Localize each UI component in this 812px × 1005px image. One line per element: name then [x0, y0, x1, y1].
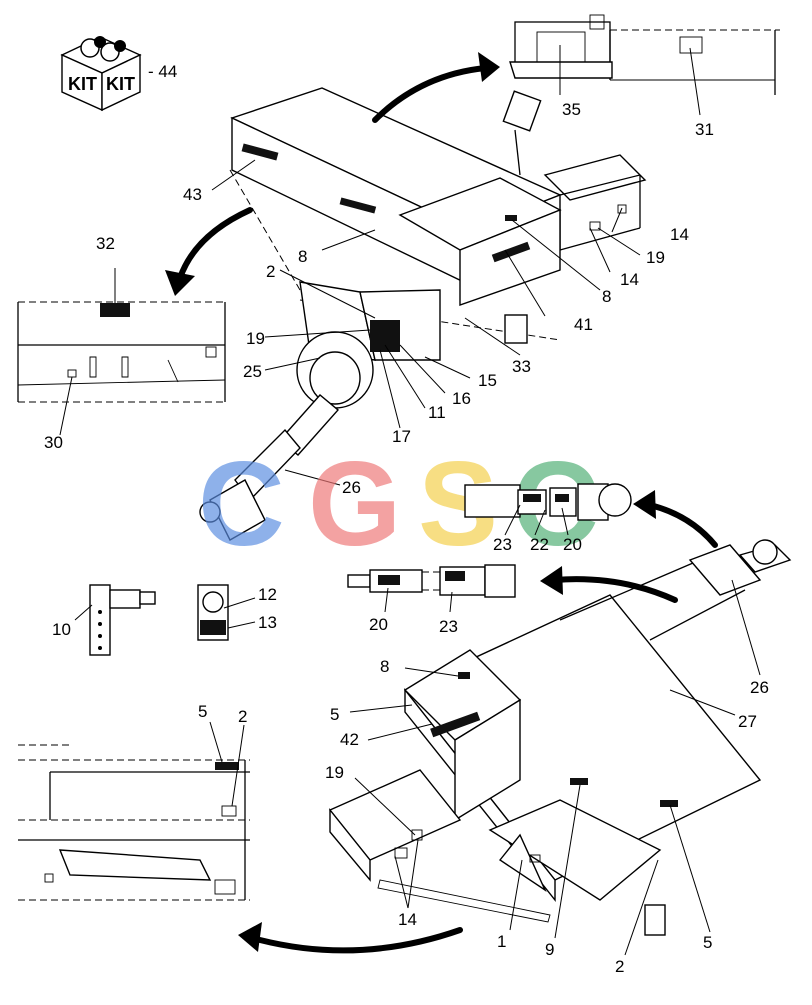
detail-panel-left [17, 268, 226, 436]
callout-23-lower: 23 [439, 617, 458, 636]
callout-9: 9 [545, 940, 554, 959]
callout-25: 25 [243, 362, 262, 381]
callout-31: 31 [695, 120, 714, 139]
callout-14-upper-a: 14 [620, 270, 639, 289]
callout-8-upper: 8 [298, 247, 307, 266]
part-12-13-clamp [197, 584, 256, 641]
callout-5-lower-left: 5 [330, 705, 339, 724]
callout-32: 32 [96, 234, 115, 253]
callout-35: 35 [562, 100, 581, 119]
callout-8-lower: 8 [380, 657, 389, 676]
kit-label-right: KIT [106, 74, 135, 94]
callout-42: 42 [340, 730, 359, 749]
callout-5-lower-right: 5 [703, 933, 712, 952]
callout-10: 10 [52, 620, 71, 639]
part-10-bracket [74, 584, 156, 656]
arrow-to-pto-top-icon [633, 490, 718, 548]
pto-shaft-detail-lower [347, 564, 516, 613]
callout-19-upper: 19 [246, 329, 265, 348]
detail-panel-top-right [509, 14, 780, 116]
callout-44: - 44 [148, 62, 177, 81]
callout-26-lower: 26 [750, 678, 769, 697]
callout-20-lower: 20 [369, 615, 388, 634]
callout-2-detail: 2 [238, 707, 247, 726]
callout-17: 17 [392, 427, 411, 446]
callout-16: 16 [452, 389, 471, 408]
callout-13: 13 [258, 613, 277, 632]
pto-shaft-detail [464, 483, 632, 536]
kit-box-icon: KIT KIT [60, 36, 142, 112]
callout-11: 11 [428, 403, 446, 422]
callout-14-lower: 14 [398, 910, 417, 929]
detail-panel-bottom-left [18, 721, 250, 901]
callout-15: 15 [478, 371, 497, 390]
callout-2-upper: 2 [266, 262, 275, 281]
callout-33: 33 [512, 357, 531, 376]
callout-41: 41 [574, 315, 593, 334]
callout-27: 27 [738, 712, 757, 731]
callout-19-lower: 19 [325, 763, 344, 782]
watermark-letter-g: G [308, 437, 401, 571]
watermark-letter-c: C [198, 437, 285, 571]
kit-label-left: KIT [68, 74, 97, 94]
callout-20-top: 20 [563, 535, 582, 554]
callout-5-detail: 5 [198, 702, 207, 721]
callout-1: 1 [497, 932, 506, 951]
arrow-to-top-right-icon [372, 52, 500, 123]
callout-19-right: 19 [646, 248, 665, 267]
callout-43: 43 [183, 185, 202, 204]
upper-machine [199, 87, 647, 541]
callout-23-top: 23 [493, 535, 512, 554]
callout-26-upper: 26 [342, 478, 361, 497]
callout-8-right: 8 [602, 287, 611, 306]
callout-22: 22 [530, 535, 549, 554]
arrow-to-left-detail-icon [165, 207, 253, 296]
callout-14-upper-b: 14 [670, 225, 689, 244]
callout-12: 12 [258, 585, 277, 604]
arrow-to-pto-lower-icon [540, 566, 678, 603]
arrow-to-bottom-detail-icon [238, 922, 463, 954]
callout-30: 30 [44, 433, 63, 452]
lower-machine [328, 539, 792, 956]
callout-2-lower: 2 [615, 957, 624, 976]
